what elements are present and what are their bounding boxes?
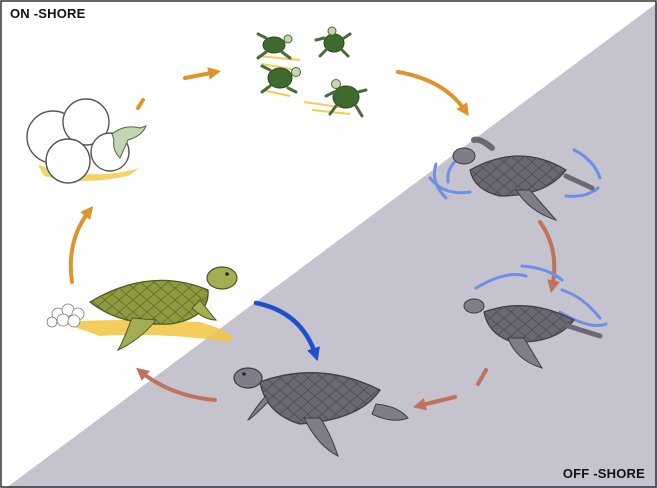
onshore-label: ON -SHORE xyxy=(10,6,85,21)
egg xyxy=(46,139,90,183)
offshore-label: OFF -SHORE xyxy=(563,466,645,481)
